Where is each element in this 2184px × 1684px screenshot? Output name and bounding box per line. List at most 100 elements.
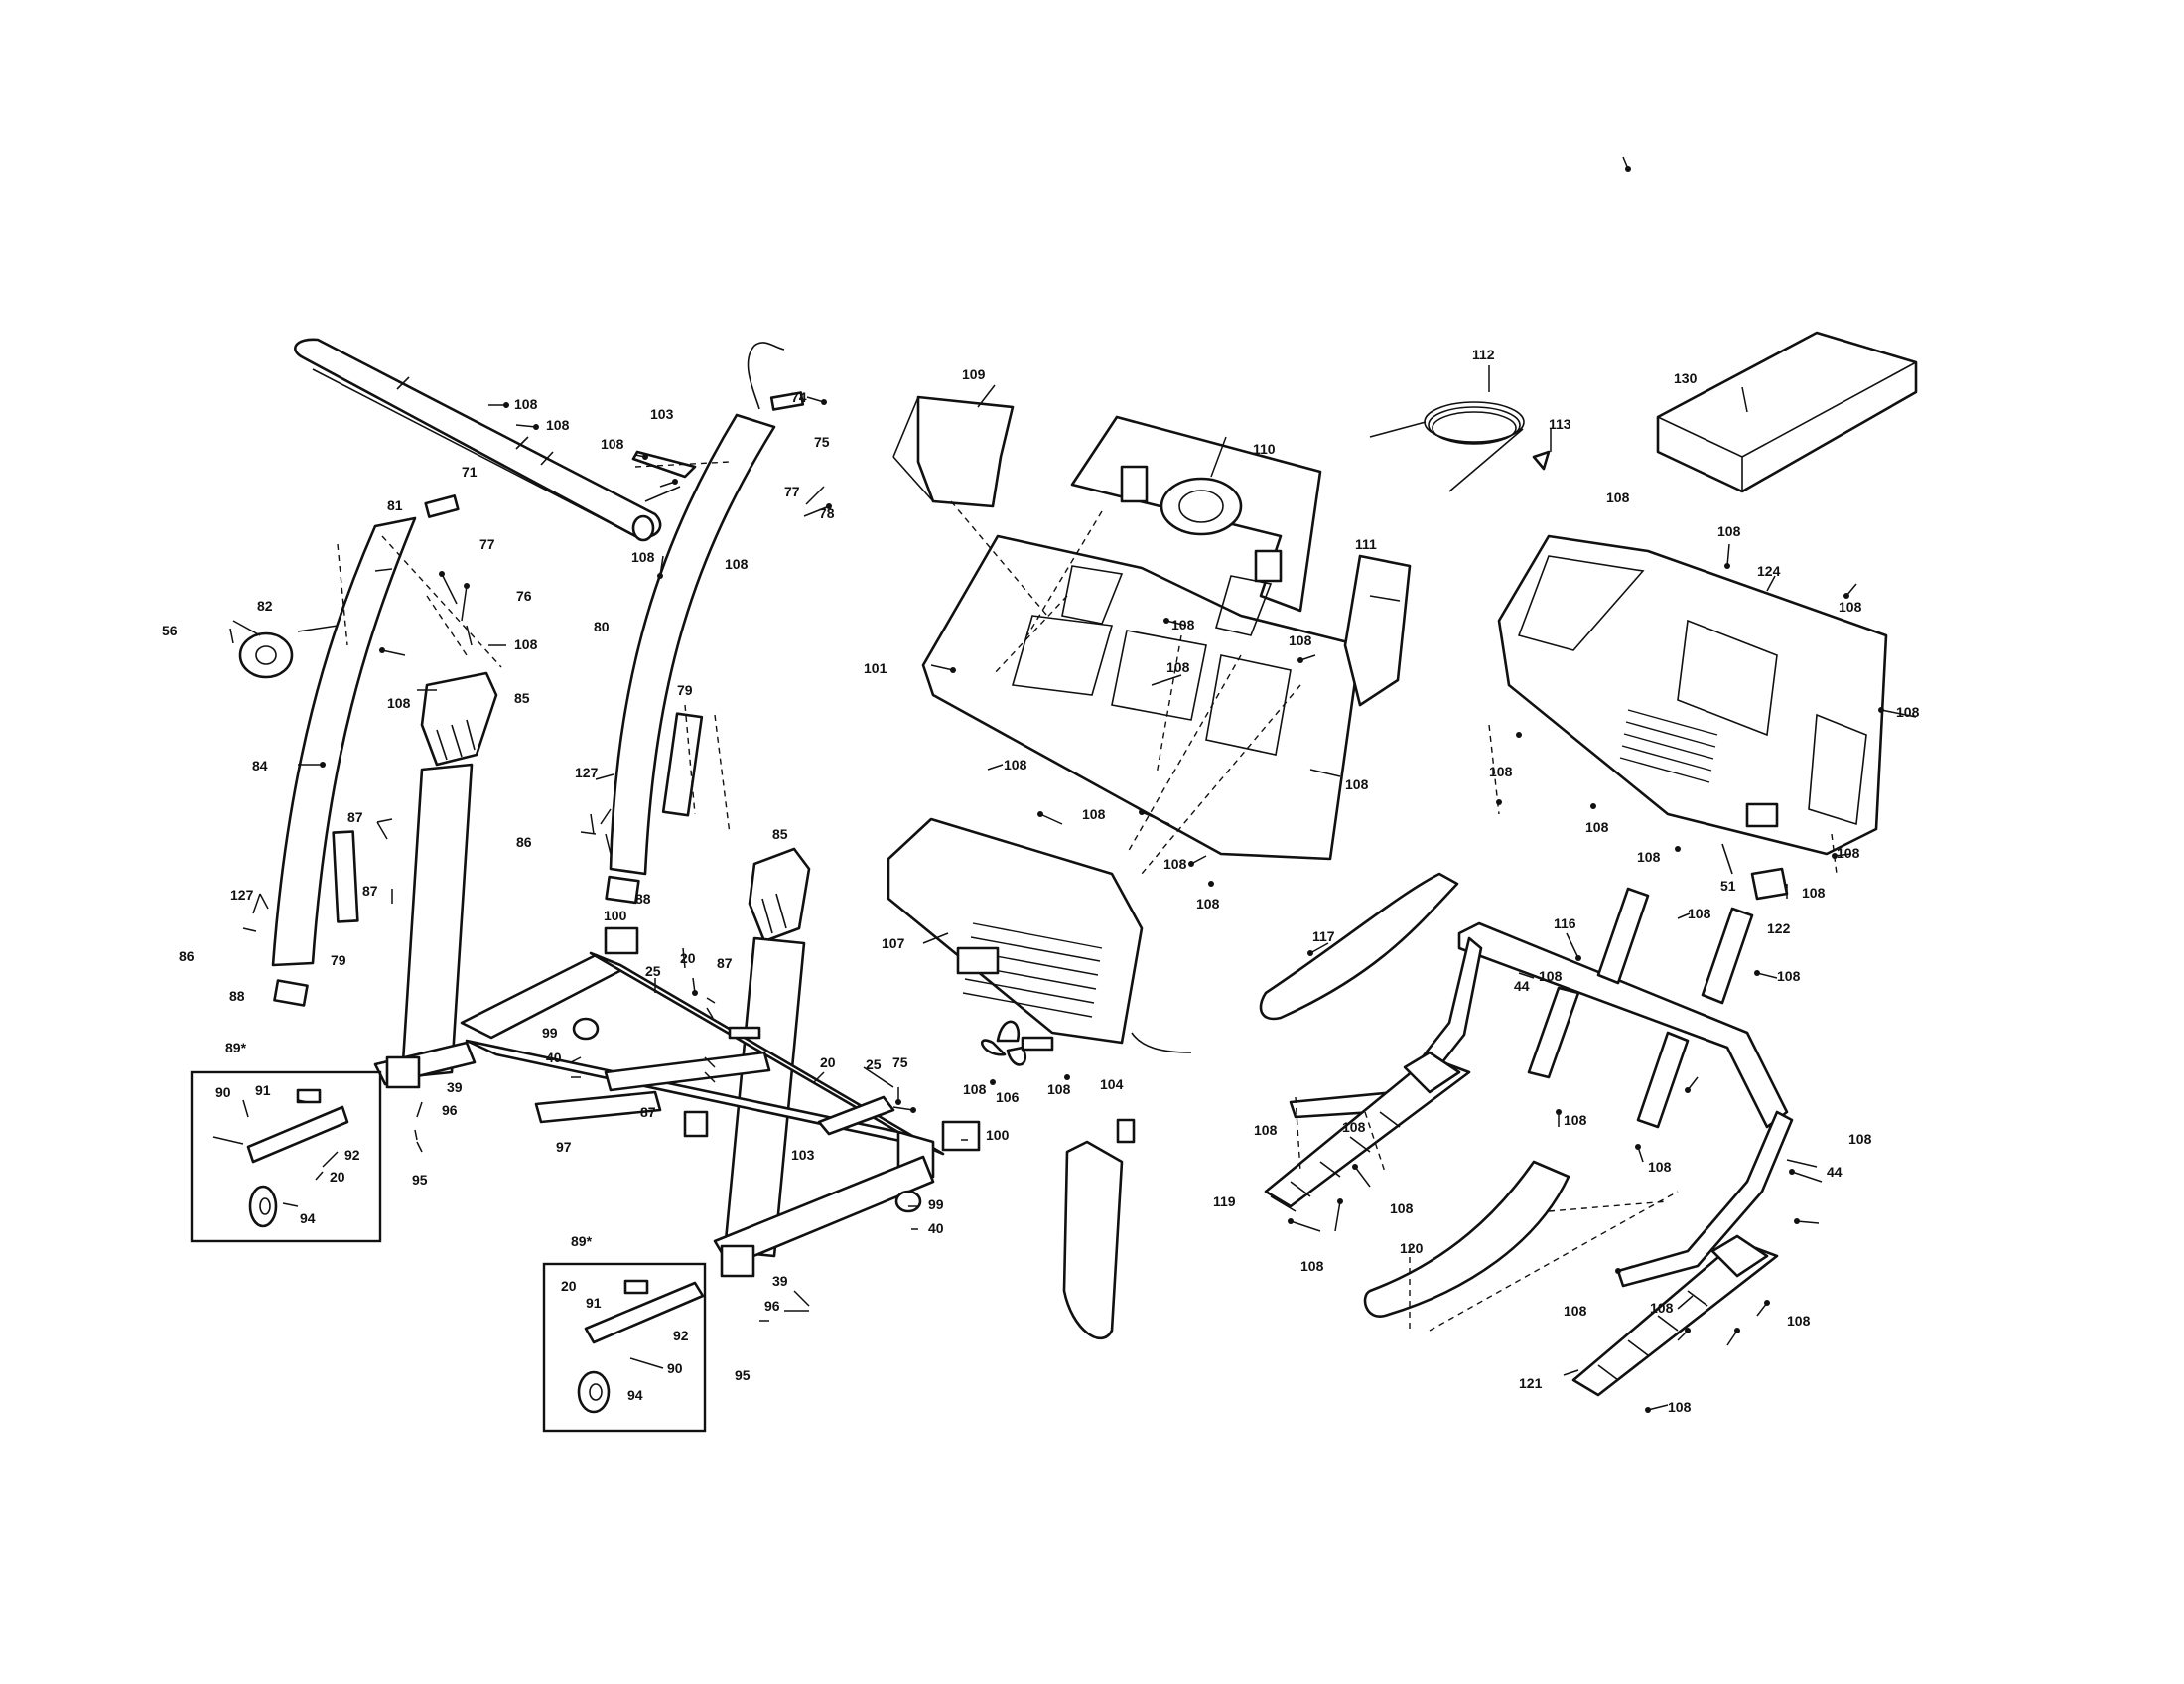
caster-assembly-left — [212, 1088, 349, 1228]
tray-109 — [892, 395, 1015, 508]
caster-assembly-right — [577, 1279, 705, 1414]
label-79-left: 79 — [331, 952, 346, 968]
label-108-ad: 108 — [1848, 1131, 1872, 1147]
label-96-left: 96 — [442, 1102, 458, 1118]
plate-79-left — [332, 830, 359, 923]
label-108-i: 108 — [1166, 659, 1190, 675]
side-cover-85-right — [748, 847, 811, 943]
label-77-left: 77 — [479, 536, 495, 552]
label-108-m: 108 — [1082, 806, 1106, 822]
rail-119 — [1264, 1051, 1471, 1208]
label-106: 106 — [996, 1089, 1020, 1105]
label-108-am: 108 — [1787, 1313, 1811, 1329]
label-89-right: 89* — [571, 1233, 593, 1249]
label-75-top: 75 — [814, 434, 830, 450]
label-87-left-bottom: 87 — [362, 883, 378, 899]
label-108-t: 108 — [1839, 599, 1862, 615]
label-71: 71 — [462, 464, 478, 480]
label-79-center: 79 — [677, 682, 693, 698]
label-40-right: 40 — [928, 1220, 944, 1236]
label-112: 112 — [1472, 347, 1495, 362]
label-87-center: 87 — [717, 955, 733, 971]
label-95-left: 95 — [412, 1172, 428, 1188]
label-92-left: 92 — [344, 1147, 360, 1163]
label-76: 76 — [516, 588, 532, 604]
label-108-r: 108 — [1606, 490, 1630, 505]
label-44-top: 44 — [1514, 978, 1530, 994]
cable-74 — [747, 342, 785, 410]
label-122: 122 — [1767, 920, 1791, 936]
label-94-left: 94 — [300, 1210, 316, 1226]
bracket-81 — [424, 494, 460, 518]
label-80: 80 — [594, 619, 610, 634]
label-92-right: 92 — [673, 1328, 689, 1343]
label-108-j: 108 — [1289, 632, 1312, 648]
label-81: 81 — [387, 497, 403, 513]
label-108-ah: 108 — [1342, 1119, 1366, 1135]
inset-box-89-right — [542, 1262, 707, 1433]
label-97: 97 — [556, 1139, 572, 1155]
label-91-left: 91 — [255, 1082, 271, 1098]
pad-130 — [1656, 331, 1918, 493]
label-108-v: 108 — [1489, 764, 1513, 779]
motor-hood-107 — [887, 817, 1144, 1045]
label-108-h: 108 — [1171, 617, 1195, 632]
label-90-right: 90 — [667, 1360, 683, 1376]
right-post — [723, 936, 806, 1258]
inset-box-89-left — [190, 1070, 382, 1243]
left-upright-84 — [271, 516, 417, 967]
label-86-left: 86 — [179, 948, 195, 964]
label-20-inset-left: 20 — [330, 1169, 345, 1185]
label-108-al: 108 — [1650, 1300, 1674, 1316]
label-108-p: 108 — [963, 1081, 987, 1097]
label-108-an: 108 — [1668, 1399, 1692, 1415]
label-108-ac: 108 — [1777, 968, 1801, 984]
label-108-ai: 108 — [1390, 1200, 1414, 1216]
rail-cover-117 — [1259, 872, 1459, 1021]
label-78: 78 — [819, 505, 835, 521]
label-94-right: 94 — [627, 1387, 643, 1403]
label-103-lower: 103 — [791, 1147, 815, 1163]
label-124: 124 — [1757, 563, 1781, 579]
label-109: 109 — [962, 366, 986, 382]
rear-hood-124 — [1497, 534, 1888, 856]
label-86-center: 86 — [516, 834, 532, 850]
post-foot-left — [385, 1055, 421, 1089]
label-127-left: 127 — [230, 887, 254, 903]
label-108-y: 108 — [1837, 845, 1860, 861]
guard-104 — [1062, 1118, 1136, 1340]
label-96-right: 96 — [764, 1298, 780, 1314]
plate-88-left — [273, 979, 309, 1007]
part-25-bracket — [728, 1026, 761, 1040]
label-20-inset-right: 20 — [561, 1278, 577, 1294]
label-108-w: 108 — [1585, 819, 1609, 835]
label-90-left: 90 — [215, 1084, 231, 1100]
label-85-left: 85 — [514, 690, 530, 706]
label-117: 117 — [1312, 928, 1335, 944]
label-108-n: 108 — [1163, 856, 1187, 872]
bracket-103-lower — [817, 1095, 895, 1136]
side-cover-85-left — [420, 671, 498, 767]
label-51: 51 — [1720, 878, 1736, 894]
label-99-right: 99 — [928, 1196, 944, 1212]
label-108-k: 108 — [1345, 776, 1369, 792]
label-25-left: 25 — [645, 963, 661, 979]
coiled-cable-112 — [1369, 401, 1525, 492]
label-103-top: 103 — [650, 406, 674, 422]
label-108-o: 108 — [1196, 896, 1220, 912]
label-127-center: 127 — [575, 765, 599, 780]
label-87-left-top: 87 — [347, 809, 363, 825]
foot-99-left — [572, 1017, 600, 1041]
label-108-e: 108 — [725, 556, 749, 572]
label-110: 110 — [1253, 441, 1276, 457]
label-100-left: 100 — [604, 908, 627, 923]
label-108-f: 108 — [514, 636, 538, 652]
bracket-122 — [1750, 867, 1789, 901]
post-foot-right — [720, 1244, 755, 1278]
label-108-s: 108 — [1717, 523, 1741, 539]
label-44-bottom: 44 — [1827, 1164, 1843, 1180]
label-108-g: 108 — [387, 695, 411, 711]
label-108-b: 108 — [546, 417, 570, 433]
label-82: 82 — [257, 598, 273, 614]
